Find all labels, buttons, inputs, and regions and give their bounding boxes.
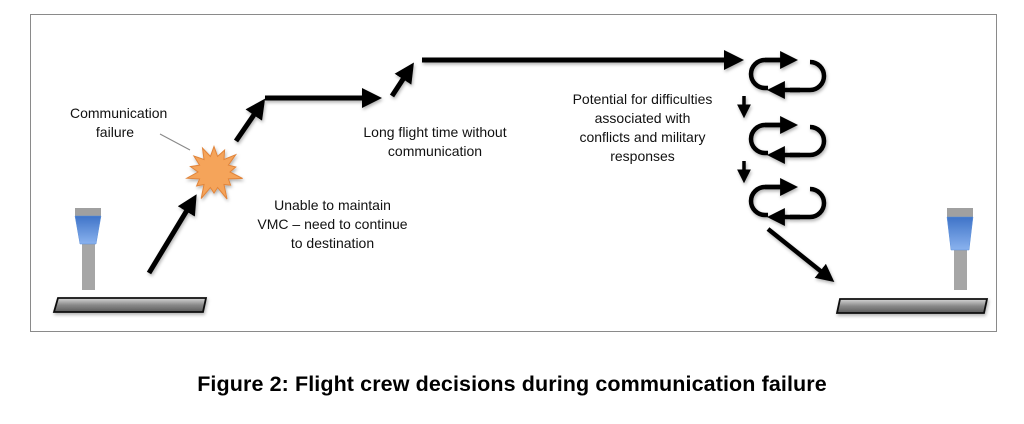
loop-inbound-arrow: [790, 186, 827, 220]
diagram-frame: [30, 14, 997, 332]
label-line: Long flight time without: [363, 124, 507, 140]
failure-burst-icon: [185, 145, 243, 200]
climb-arrow: [146, 194, 197, 275]
descent-arrow: [766, 227, 835, 283]
label-potential-difficulties: Potential for difficulties associated wi…: [560, 90, 725, 166]
label-unable-vmc: Unable to maintain VMC – need to continu…: [245, 196, 420, 253]
leader-line: [159, 133, 191, 151]
loop-outbound-arrow: [748, 57, 792, 91]
label-long-flight: Long flight time without communication: [350, 123, 520, 161]
label-line: associated with: [594, 110, 691, 126]
label-communication-failure: Communication failure: [70, 104, 168, 142]
loop-inbound-arrow: [790, 124, 827, 158]
departure-runway-icon: [52, 297, 208, 313]
step-climb-arrow: [389, 62, 414, 98]
label-line: Potential for difficulties: [572, 91, 713, 107]
label-line: VMC – need to continue: [257, 216, 408, 232]
holding-pattern-loop: [748, 51, 827, 99]
departure-tower-icon: [74, 208, 102, 290]
label-line: communication: [387, 143, 483, 159]
label-line: conflicts and military: [579, 129, 706, 145]
post-failure-climb-arrow: [233, 98, 266, 143]
holding-pattern-loop: [748, 116, 827, 164]
loop-outbound-arrow: [748, 122, 792, 156]
label-line: responses: [610, 148, 675, 164]
label-line: failure: [95, 124, 135, 140]
loop-inbound-arrow: [790, 59, 827, 93]
arrival-runway-icon: [835, 298, 989, 314]
holding-pattern-loop: [748, 178, 827, 226]
label-line: to destination: [290, 235, 375, 251]
loop-outbound-arrow: [748, 184, 792, 218]
label-line: Unable to maintain: [274, 197, 391, 213]
label-line: Communication: [70, 105, 168, 121]
figure-caption: Figure 2: Flight crew decisions during c…: [197, 372, 827, 396]
arrival-tower-icon: [946, 208, 974, 290]
